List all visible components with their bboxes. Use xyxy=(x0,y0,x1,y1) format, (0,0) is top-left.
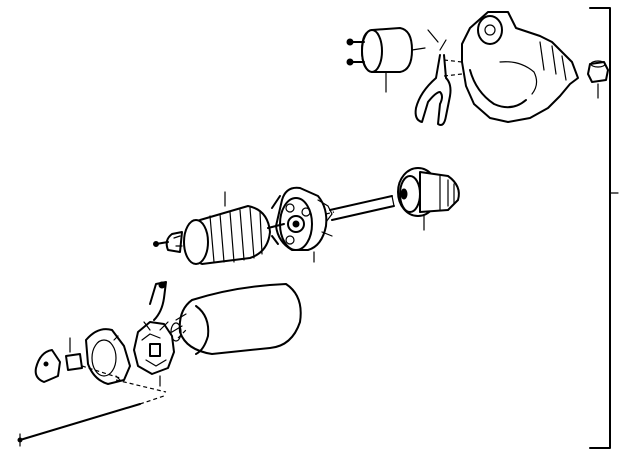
drive-gear xyxy=(397,167,460,217)
bushing-top xyxy=(587,60,609,83)
nose-housing xyxy=(443,11,579,123)
end-cover xyxy=(85,328,131,385)
assembly-bracket xyxy=(589,7,619,449)
armature xyxy=(153,205,285,265)
field-frame-shell xyxy=(171,283,302,355)
shift-lever xyxy=(414,39,452,126)
bushing-left xyxy=(65,353,83,371)
through-bolt xyxy=(17,395,165,447)
solenoid xyxy=(346,27,439,73)
drive-shaft xyxy=(329,195,395,221)
bearing-ring xyxy=(170,322,182,342)
brush-holder xyxy=(133,281,175,375)
assembly-guides xyxy=(81,211,335,393)
end-plate-gears xyxy=(271,186,333,251)
end-plug xyxy=(34,349,61,383)
